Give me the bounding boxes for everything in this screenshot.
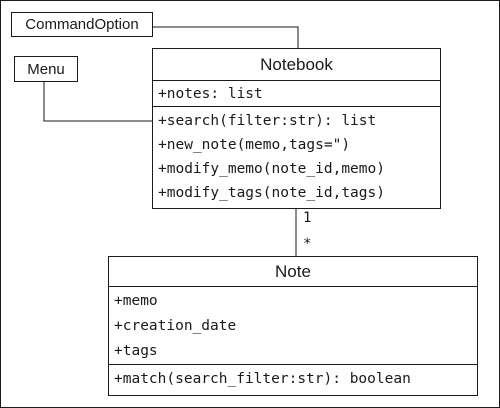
notebook-attribute: +notes: list xyxy=(158,86,263,102)
notebook-method: +modify_tags(note_id,tags) xyxy=(158,185,385,201)
commandoption-label: CommandOption xyxy=(25,16,139,33)
note-attributes: +memo +creation_date +tags xyxy=(109,287,477,365)
note-attribute: +creation_date xyxy=(114,318,237,334)
menu-label: Menu xyxy=(27,60,65,78)
notebook-method: +modify_memo(note_id,memo) xyxy=(158,161,385,177)
note-method: +match(search_filter:str): boolean xyxy=(114,371,411,387)
notebook-class: Notebook +notes: list +search(filter:str… xyxy=(152,48,441,209)
note-multiplicity: * xyxy=(303,236,312,252)
menu-box: Menu xyxy=(14,56,78,82)
note-methods: +match(search_filter:str): boolean xyxy=(109,365,477,390)
notebook-method: +new_note(memo,tags=") xyxy=(158,137,351,153)
note-attribute: +tags xyxy=(114,343,158,359)
commandoption-box: CommandOption xyxy=(11,12,153,37)
notebook-class-name: Notebook xyxy=(153,49,440,81)
notebook-attributes: +notes: list xyxy=(153,81,440,107)
notebook-method: +search(filter:str): list xyxy=(158,113,377,129)
note-attribute: +memo xyxy=(114,293,158,309)
notebook-multiplicity: 1 xyxy=(303,210,312,226)
note-class-name: Note xyxy=(109,257,477,287)
notebook-methods: +search(filter:str): list +new_note(memo… xyxy=(153,107,440,205)
note-class: Note +memo +creation_date +tags +match(s… xyxy=(108,256,478,396)
